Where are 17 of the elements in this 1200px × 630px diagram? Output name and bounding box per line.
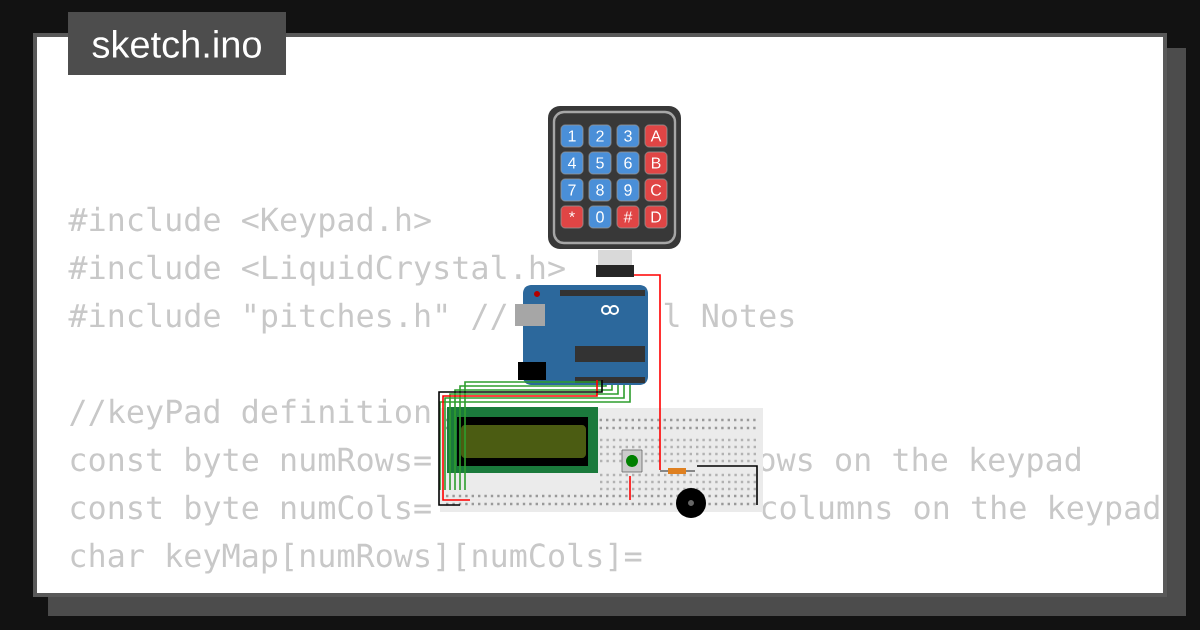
key-label: 0 xyxy=(596,211,604,223)
key-label: * xyxy=(569,211,575,218)
key-label: B xyxy=(652,157,661,169)
key-label: 6 xyxy=(624,157,632,169)
key-label: 4 xyxy=(567,157,576,169)
key-label: 9 xyxy=(624,184,632,196)
key-label: A xyxy=(650,130,662,142)
key-label: D xyxy=(651,211,661,223)
key-label: # xyxy=(623,211,633,223)
key-label: 7 xyxy=(568,184,576,196)
key-label: 3 xyxy=(624,130,632,142)
file-tab: sketch.ino xyxy=(68,12,286,75)
key-label: 5 xyxy=(596,157,604,169)
key-label: 2 xyxy=(596,130,604,142)
key-label: 8 xyxy=(596,184,604,196)
key-label: C xyxy=(651,184,662,196)
key-label: 1 xyxy=(568,130,576,142)
